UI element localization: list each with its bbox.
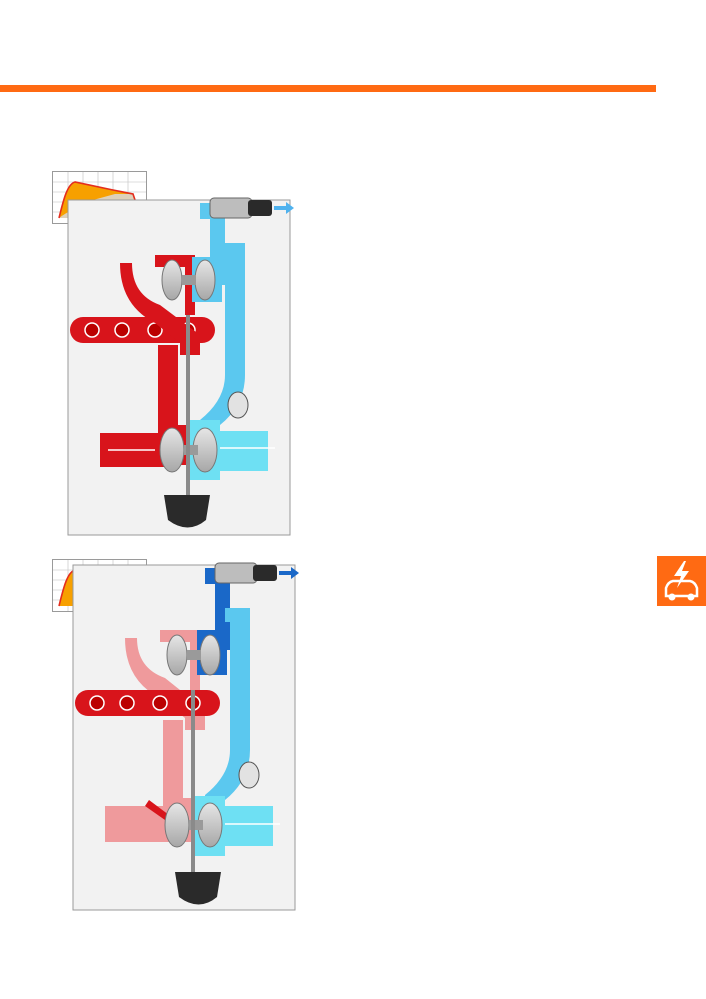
turbo-diagram-full-load: [67, 197, 294, 536]
section-tab: [657, 556, 706, 606]
turbo-diagram-partial-load: [72, 562, 299, 911]
car-warning-icon: [657, 556, 706, 606]
header-accent-rule: [0, 85, 656, 92]
